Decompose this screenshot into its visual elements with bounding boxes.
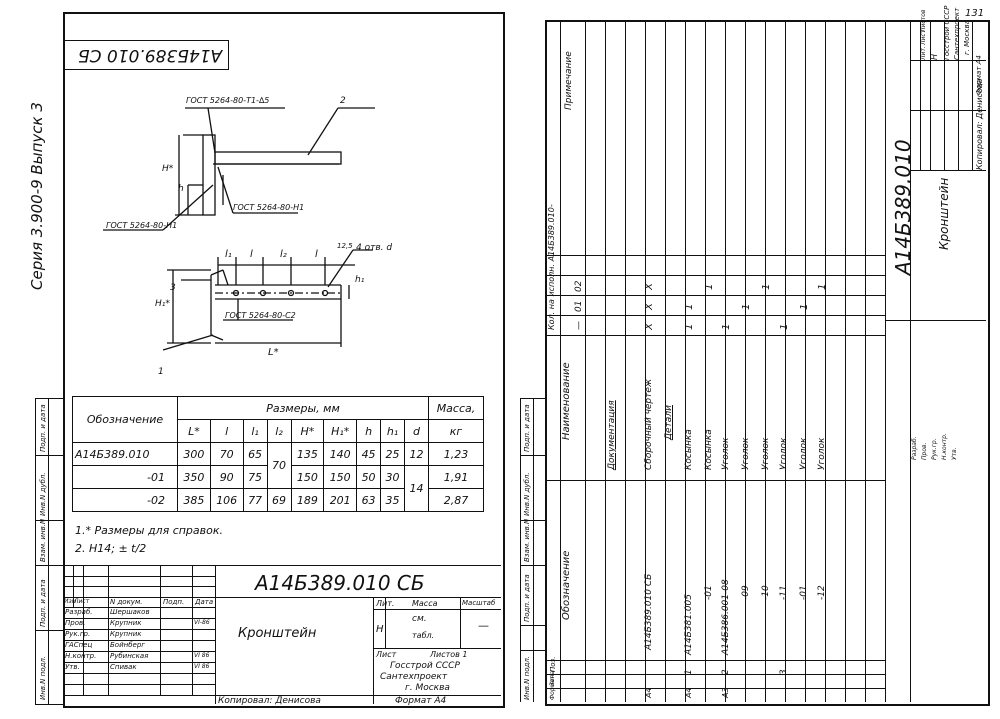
top-stamp-code: А14Б389.010 СБ <box>78 45 223 65</box>
callout-pos-1: 1 <box>158 367 164 377</box>
copied-by: Копировал: Денисова <box>218 696 321 706</box>
weld-callout-left: ГОСТ 5264-80-Н1 <box>106 221 178 230</box>
right-spec-sheet <box>545 20 990 706</box>
callout-pos-3: 3 <box>170 283 176 293</box>
dim-L-label: L* <box>268 347 279 358</box>
dimensions-table: Обозначение Размеры, мм Масса, L* l l₁ l… <box>72 396 485 512</box>
binding-label-dup-inv: Инв.N дубл. <box>39 472 47 516</box>
series-label: Серия 3.900-9 Выпуск 3 <box>28 102 46 290</box>
title-block-name: Кронштейн <box>238 626 317 641</box>
table-row: А14Б389.010 300 70 65 70 135 140 45 25 1… <box>72 442 485 489</box>
spec-h-name: Наименование <box>561 362 572 440</box>
binding-label-sign-date: Подп. и дата <box>39 404 47 452</box>
title-block-code: А14Б389.010 СБ <box>255 571 425 595</box>
dim-H1-label: Н₁* <box>155 299 170 309</box>
col-L: L* <box>177 419 211 443</box>
page-number: 131 <box>965 8 985 19</box>
note-2: 2. Н14; ± t/2 <box>75 542 147 555</box>
dim-l-b-label: l <box>315 249 318 260</box>
left-drawing-sheet <box>63 12 505 708</box>
col-d: d <box>404 419 429 443</box>
right-title-name: Кронштейн <box>937 177 951 250</box>
callout-pos-2: 2 <box>340 96 346 106</box>
note-1: 1.* Размеры для справок. <box>75 524 224 537</box>
spec-h-pos: Поз. <box>549 656 557 673</box>
spec-h-qty: Кол. на исполн. А14Б389.010- <box>547 204 556 330</box>
col-h: h <box>356 419 382 443</box>
h-mass: Масса, <box>427 396 485 420</box>
right-title-code: А14Б389.010 <box>891 139 915 275</box>
holes-callout: 4 отв. d <box>356 243 393 253</box>
col-H1: Н₁* <box>323 419 358 443</box>
weld-callout-mid: ГОСТ 5264-80-Н1 <box>233 203 305 212</box>
table-row: -02 385 106 77 69 189 201 63 35 2,87 <box>72 488 485 512</box>
dim-125-label: 12,5 <box>337 242 353 250</box>
d-merged: 14 <box>404 465 429 512</box>
table-row: -01 350 90 75 150 150 50 30 14 1,91 <box>72 465 485 512</box>
dim-H-label: Н* <box>162 164 174 174</box>
binding-label-orig-inv: Инв.N подл. <box>39 655 47 700</box>
h-mass-unit: кг <box>427 419 485 443</box>
col-l1: l₁ <box>242 419 268 443</box>
weld-callout-top: ГОСТ 5264-80-Т1-∆5 <box>186 96 270 105</box>
l2-merged: 70 <box>266 442 292 489</box>
top-stamp-box <box>63 40 229 70</box>
bracket-drawing <box>103 107 375 351</box>
dim-l2-label: l₂ <box>280 249 287 260</box>
binding-label-sign-date2: Подп. и дата <box>39 579 47 627</box>
dim-l-label: l <box>250 249 253 260</box>
col-H: Н* <box>290 419 325 443</box>
spec-h-note: Примечание <box>564 51 574 110</box>
col-l2: l₂ <box>266 419 292 443</box>
dim-l1-label: l₁ <box>225 249 232 260</box>
col-h1: h₁ <box>380 419 405 443</box>
spec-h-zone: Зона <box>549 670 556 686</box>
h-designation: Обозначение <box>72 396 178 443</box>
h-sizes: Размеры, мм <box>177 396 429 420</box>
spec-h-designation: Обозначение <box>561 550 572 620</box>
dim-h1-label: h₁ <box>355 275 365 285</box>
format-label: Формат А4 <box>395 696 447 706</box>
binding-label-replace-inv: Взам. инв.N <box>39 518 47 562</box>
col-l: l <box>209 419 244 443</box>
weld-callout-bottom: ГОСТ 5264-80-С2 <box>225 311 296 320</box>
dim-h-label: h <box>178 184 184 194</box>
